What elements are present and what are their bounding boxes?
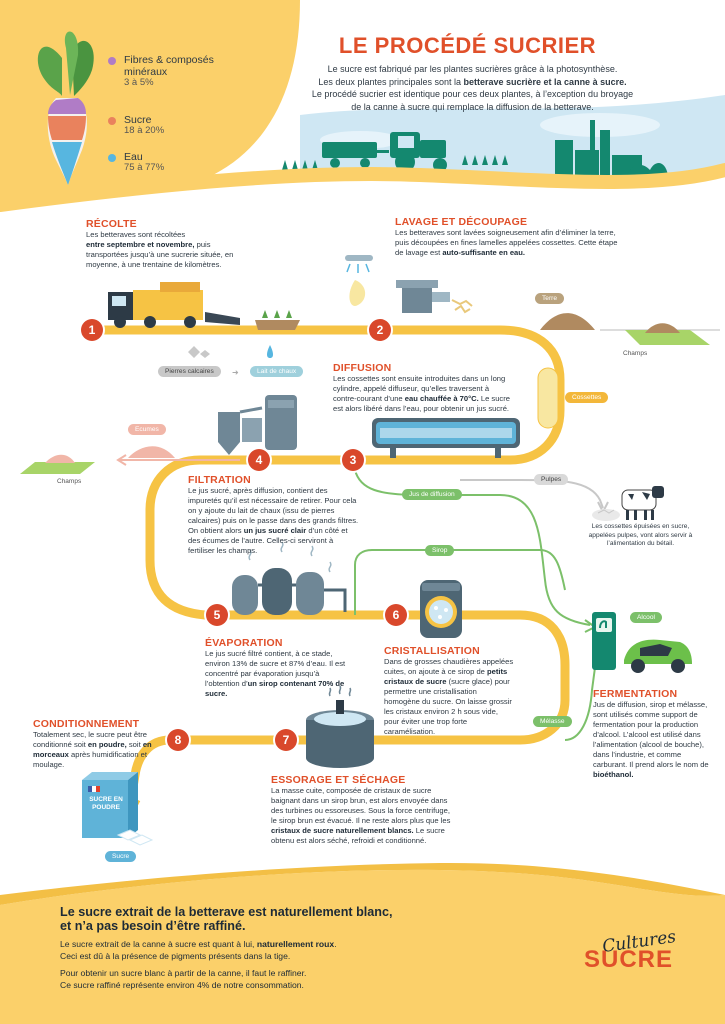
intro-text: Le sucre est fabriqué par les plantes su… bbox=[280, 63, 665, 113]
page-title: LE PROCÉDÉ SUCRIER bbox=[338, 33, 597, 58]
footer-paragraph-3: Pour obtenir un sucre blanc à partir de … bbox=[60, 967, 307, 978]
label-champs-left: Champs bbox=[57, 478, 82, 485]
footer-paragraph-4: Ce sucre raffiné représente environ 4% d… bbox=[60, 980, 304, 991]
fermentation-title: FERMENTATION bbox=[593, 688, 678, 700]
legend-fibres: Fibres & composés minéraux 3 à 5% bbox=[108, 54, 220, 89]
tag-pierres-calcaires: Pierres calcaires bbox=[158, 366, 221, 377]
tag-cossettes: Cossettes bbox=[565, 392, 609, 403]
footer-headline-2: et n’a pas besoin d’être raffiné. bbox=[60, 919, 246, 933]
step-conditionnement: CONDITIONNEMENT Totalement sec, le sucre… bbox=[33, 718, 161, 770]
step-cristallisation: CRISTALLISATION Dans de grosses chaudièr… bbox=[384, 645, 514, 737]
filtration-title: FILTRATION bbox=[188, 474, 251, 486]
washing-machine-illustration bbox=[345, 255, 473, 314]
cossettes-strip bbox=[537, 367, 559, 429]
lavage-title: LAVAGE ET DÉCOUPAGE bbox=[395, 216, 528, 228]
car-illustration bbox=[624, 639, 692, 673]
step-2-badge: 2 bbox=[369, 319, 391, 341]
tag-jus-de-diffusion: Jus de diffusion bbox=[402, 489, 462, 500]
tag-alcool: Alcool bbox=[630, 612, 662, 623]
truck-illustration bbox=[108, 282, 240, 328]
conditionnement-title: CONDITIONNEMENT bbox=[33, 718, 140, 730]
arrow-pierres-to-lait: ➜ bbox=[232, 368, 239, 377]
recolte-title: RÉCOLTE bbox=[86, 218, 137, 230]
label-champs-right: Champs bbox=[623, 350, 648, 357]
field-row-1 bbox=[255, 310, 300, 330]
step-5-badge: 5 bbox=[206, 604, 228, 626]
tag-ecumes: Ecumes bbox=[128, 424, 166, 435]
cristallisation-text: Dans de grosses chaudières appelées cuit… bbox=[384, 657, 514, 737]
legend-eau: Eau 75 à 77% bbox=[108, 151, 220, 174]
filtration-illustration bbox=[188, 345, 297, 455]
conditionnement-text: Totalement sec, le sucre peut être condi… bbox=[33, 730, 152, 770]
step-filtration: FILTRATION Le jus sucré, après diffusion… bbox=[188, 474, 360, 556]
step-6-badge: 6 bbox=[385, 604, 407, 626]
intro-line-3: Le procédé sucrier est identique pour ce… bbox=[311, 89, 634, 100]
fermentation-text: Jus de diffusion, sirop et mélasse, sont… bbox=[593, 700, 709, 780]
beet-illustration bbox=[37, 31, 94, 185]
lavage-text: Les betteraves sont lavées soigneusement… bbox=[395, 228, 618, 258]
footer-paragraph-1: Le sucre extrait de la canne à sucre est… bbox=[60, 939, 337, 949]
intro-line-4: de la canne à sucre qui remplace la diff… bbox=[351, 101, 594, 112]
tag-melasse: Mélasse bbox=[533, 716, 572, 727]
sugar-box-label: SUCRE EN POUDRE bbox=[89, 796, 123, 811]
pulpes-note: Les cossettes épuisées en sucre, appelée… bbox=[588, 523, 693, 548]
tag-terre: Terre bbox=[535, 293, 565, 304]
diffusion-text: Les cossettes sont ensuite introduites d… bbox=[333, 374, 510, 414]
logo-sucre: SUCRE bbox=[584, 946, 674, 973]
fuel-pump-illustration bbox=[592, 612, 616, 670]
evaporation-title: ÉVAPORATION bbox=[205, 637, 283, 649]
tag-sirop: Sirop bbox=[425, 545, 455, 556]
field-left bbox=[20, 454, 95, 474]
tag-sucre: Sucre bbox=[105, 851, 137, 862]
step-8-badge: 8 bbox=[167, 729, 189, 751]
step-fermentation: FERMENTATION Jus de diffusion, sirop et … bbox=[593, 688, 713, 780]
step-4-badge: 4 bbox=[248, 449, 270, 471]
legend-dot-orange bbox=[108, 117, 116, 125]
plants-row bbox=[282, 155, 508, 170]
step-diffusion: DIFFUSION Les cossettes sont ensuite int… bbox=[333, 362, 511, 414]
sugar-box-illustration bbox=[82, 772, 154, 846]
cow-illustration bbox=[592, 486, 664, 521]
factory-illustration bbox=[555, 120, 668, 180]
step-evaporation: ÉVAPORATION Le jus sucré filtré contient… bbox=[205, 637, 355, 699]
centrifuge-illustration bbox=[306, 685, 374, 768]
tractor-illustration bbox=[322, 132, 447, 172]
legend-sucre: Sucre 18 à 20% bbox=[108, 114, 220, 137]
earth-pile bbox=[540, 313, 595, 330]
step-7-badge: 7 bbox=[275, 729, 297, 751]
evaporation-text: Le jus sucré filtré contient, à ce stade… bbox=[205, 649, 346, 699]
tag-pulpes: Pulpes bbox=[534, 474, 569, 485]
crystallisation-illustration bbox=[420, 580, 462, 638]
filtration-text: Le jus sucré, après diffusion, contient … bbox=[188, 486, 359, 556]
essorage-text: La masse cuite, composée de cristaux de … bbox=[271, 786, 451, 846]
footer-headline-1: Le sucre extrait de la betterave est nat… bbox=[60, 905, 393, 919]
pulpes-path bbox=[460, 479, 604, 509]
intro-line-1: Le sucre est fabriqué par les plantes su… bbox=[327, 64, 618, 74]
cristallisation-title: CRISTALLISATION bbox=[384, 645, 480, 657]
step-3-badge: 3 bbox=[342, 449, 364, 471]
step-lavage: LAVAGE ET DÉCOUPAGE Les betteraves sont … bbox=[395, 216, 625, 258]
brand-logo: Cultures SUCRE bbox=[584, 927, 704, 974]
step-essorage: ESSORAGE ET SÉCHAGE La masse cuite, comp… bbox=[271, 774, 451, 846]
legend-dot-blue bbox=[108, 154, 116, 162]
bottom-yellow-blob bbox=[0, 869, 725, 1024]
ecumes-pile bbox=[128, 446, 175, 458]
tag-lait-de-chaux: Lait de chaux bbox=[250, 366, 304, 377]
step-1-badge: 1 bbox=[81, 319, 103, 341]
legend-dot-purple bbox=[108, 57, 116, 65]
diffusion-title: DIFFUSION bbox=[333, 362, 392, 374]
byproduct-paths bbox=[354, 469, 597, 741]
evaporation-illustration bbox=[232, 541, 347, 615]
intro-line-2: Les deux plantes principales sont la bet… bbox=[318, 76, 627, 87]
footer-paragraph-2: Ceci est dû à la présence de pigments pr… bbox=[60, 951, 291, 962]
footer-text: Le sucre extrait de la betterave est nat… bbox=[60, 905, 540, 992]
essorage-title: ESSORAGE ET SÉCHAGE bbox=[271, 774, 406, 786]
field-right bbox=[625, 323, 710, 345]
diffuser-illustration bbox=[372, 418, 520, 458]
